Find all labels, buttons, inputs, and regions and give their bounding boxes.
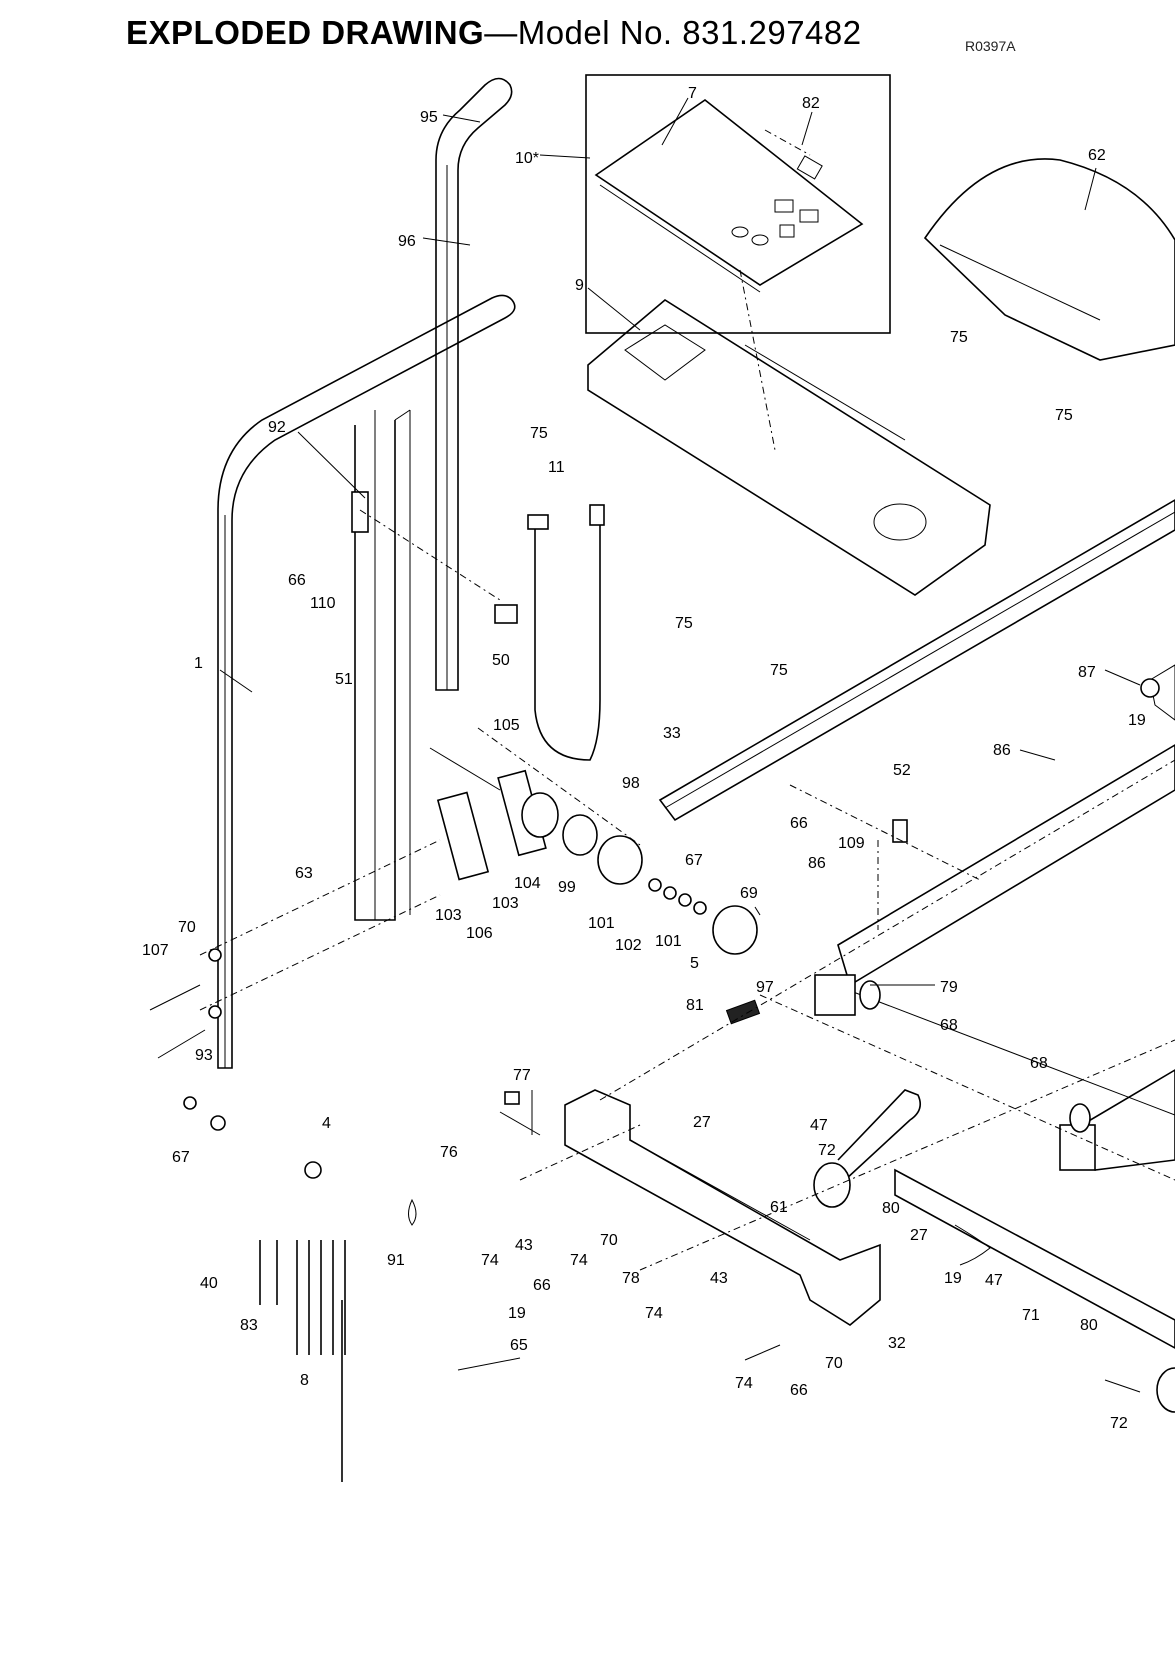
callout-75-c: 75 xyxy=(1055,407,1073,424)
callout-19-c: 19 xyxy=(508,1305,526,1322)
callout-78: 78 xyxy=(622,1270,640,1287)
callout-74-c: 74 xyxy=(645,1305,663,1322)
callout-50: 50 xyxy=(492,652,510,669)
callout-70-a: 70 xyxy=(178,919,196,936)
callout-66-b: 66 xyxy=(790,815,808,832)
callout-4: 4 xyxy=(322,1115,331,1132)
callout-79: 79 xyxy=(940,979,958,996)
callout-47-b: 47 xyxy=(985,1272,1003,1289)
callout-92: 92 xyxy=(268,419,286,436)
callout-66-a: 66 xyxy=(288,572,306,589)
callout-70-b: 70 xyxy=(600,1232,618,1249)
callout-102: 102 xyxy=(615,937,642,954)
callout-68-b: 68 xyxy=(1030,1055,1048,1072)
callout-19-b: 19 xyxy=(944,1270,962,1287)
part-incline-frame xyxy=(814,1090,1175,1412)
callout-75-b: 75 xyxy=(950,329,968,346)
callout-40: 40 xyxy=(200,1275,218,1292)
part-console-inset xyxy=(586,75,890,333)
callout-61: 61 xyxy=(770,1199,788,1216)
part-wire-harness xyxy=(528,505,604,760)
callout-96: 96 xyxy=(398,233,416,250)
callout-43-a: 43 xyxy=(515,1237,533,1254)
callout-110: 110 xyxy=(310,595,336,612)
callout-66-d: 66 xyxy=(790,1382,808,1399)
callout-87: 87 xyxy=(1078,664,1096,681)
callout-72-a: 72 xyxy=(818,1142,836,1159)
part-handrail xyxy=(436,79,512,691)
callout-66-c: 66 xyxy=(533,1277,551,1294)
callout-1: 1 xyxy=(194,655,203,672)
callout-9: 9 xyxy=(575,277,584,294)
part-deck-frame xyxy=(815,745,1175,1170)
callout-10: 10* xyxy=(515,150,539,167)
callout-109: 109 xyxy=(838,835,865,852)
callout-68-a: 68 xyxy=(940,1017,958,1034)
callout-80-b: 80 xyxy=(1080,1317,1098,1334)
callout-19-a: 19 xyxy=(1128,712,1146,729)
callout-5: 5 xyxy=(690,955,699,972)
callout-65: 65 xyxy=(510,1337,528,1354)
callout-80-a: 80 xyxy=(882,1200,900,1217)
callout-97: 97 xyxy=(756,979,774,996)
callout-52: 52 xyxy=(893,762,911,779)
callout-51: 51 xyxy=(335,671,353,688)
part-long-bolts xyxy=(260,1240,345,1482)
callout-81: 81 xyxy=(686,997,704,1014)
callout-33: 33 xyxy=(663,725,681,742)
callout-70-c: 70 xyxy=(825,1355,843,1372)
callout-86-a: 86 xyxy=(993,742,1011,759)
callout-104: 104 xyxy=(514,875,541,892)
callout-103-b: 103 xyxy=(435,907,462,924)
callout-101-a: 101 xyxy=(588,915,615,932)
part-console-base xyxy=(588,270,990,595)
callout-99: 99 xyxy=(558,879,576,896)
callout-7: 7 xyxy=(688,85,697,102)
callout-27-b: 27 xyxy=(910,1227,928,1244)
callout-101-b: 101 xyxy=(655,933,682,950)
callout-93: 93 xyxy=(195,1047,213,1064)
callout-11: 11 xyxy=(548,459,565,476)
callout-103-a: 103 xyxy=(492,895,519,912)
callout-72-b: 72 xyxy=(1110,1415,1128,1432)
callout-76: 76 xyxy=(440,1144,458,1161)
callout-105: 105 xyxy=(493,717,520,734)
part-upright-frame xyxy=(218,295,515,1068)
callout-98: 98 xyxy=(622,775,640,792)
callout-77: 77 xyxy=(513,1067,531,1084)
callout-107: 107 xyxy=(142,942,169,959)
callout-27-a: 27 xyxy=(693,1114,711,1131)
callout-43-b: 43 xyxy=(710,1270,728,1287)
callout-69: 69 xyxy=(740,885,758,902)
callout-8: 8 xyxy=(300,1372,309,1389)
callout-62: 62 xyxy=(1088,147,1106,164)
callout-82: 82 xyxy=(802,95,820,112)
callout-47-a: 47 xyxy=(810,1117,828,1134)
callout-86-b: 86 xyxy=(808,855,826,872)
callout-83: 83 xyxy=(240,1317,258,1334)
callout-75-e: 75 xyxy=(770,662,788,679)
callout-74-d: 74 xyxy=(735,1375,753,1392)
callout-labels: 95 96 10* 7 82 62 9 92 75 75 75 75 75 11… xyxy=(142,85,1146,1432)
callout-74-a: 74 xyxy=(481,1252,499,1269)
callout-63: 63 xyxy=(295,865,313,882)
callout-32: 32 xyxy=(888,1335,906,1352)
callout-95: 95 xyxy=(420,109,438,126)
callout-106: 106 xyxy=(466,925,493,942)
callout-75-d: 75 xyxy=(675,615,693,632)
callout-71: 71 xyxy=(1022,1307,1040,1324)
callout-74-b: 74 xyxy=(570,1252,588,1269)
part-side-rail xyxy=(660,500,1175,820)
callout-67-b: 67 xyxy=(172,1149,190,1166)
callout-91: 91 xyxy=(387,1252,405,1269)
callout-67-a: 67 xyxy=(685,852,703,869)
callout-75-a: 75 xyxy=(530,425,548,442)
